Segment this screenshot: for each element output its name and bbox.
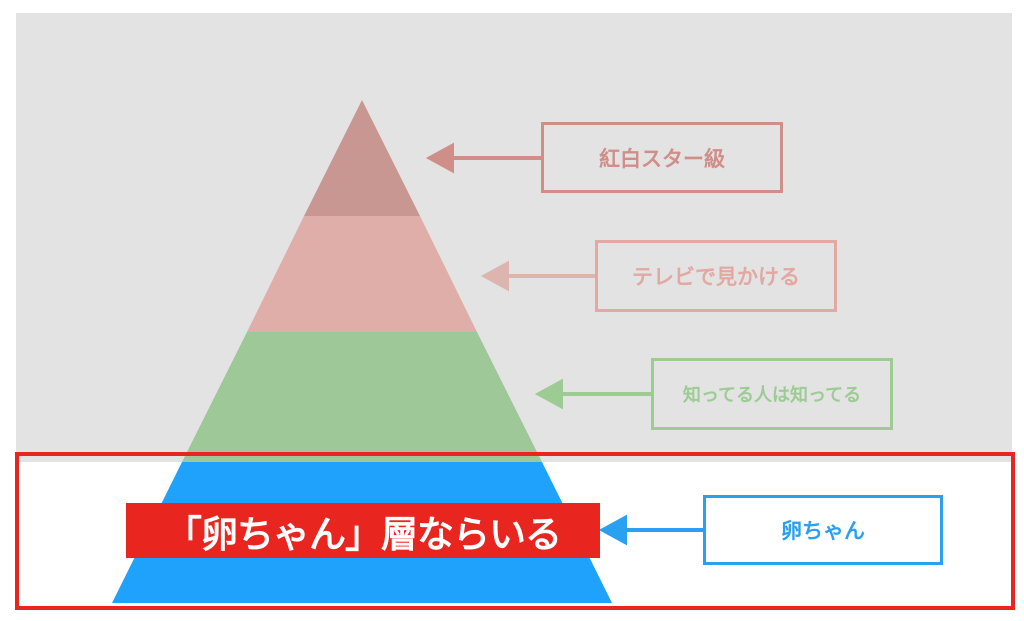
highlight-label: 「卵ちゃん」層ならいる [126,503,600,558]
tier-1-label: 紅白スター級 [541,122,783,193]
pyramid-tier-1 [304,100,420,216]
highlight-frame [15,452,1015,610]
arrow-tier-1 [425,142,541,174]
arrow-tier-4 [598,514,703,546]
tier-3-label: 知ってる人は知ってる [651,358,893,430]
dimmed-background [16,13,1012,462]
pyramid-tier-2 [247,216,477,332]
arrow-tier-3 [534,378,651,410]
pyramid-tier-3 [182,332,542,462]
tier-4-label: 卵ちゃん [703,495,943,565]
tier-2-label: テレビで見かける [595,240,837,312]
arrow-tier-2 [480,260,595,292]
